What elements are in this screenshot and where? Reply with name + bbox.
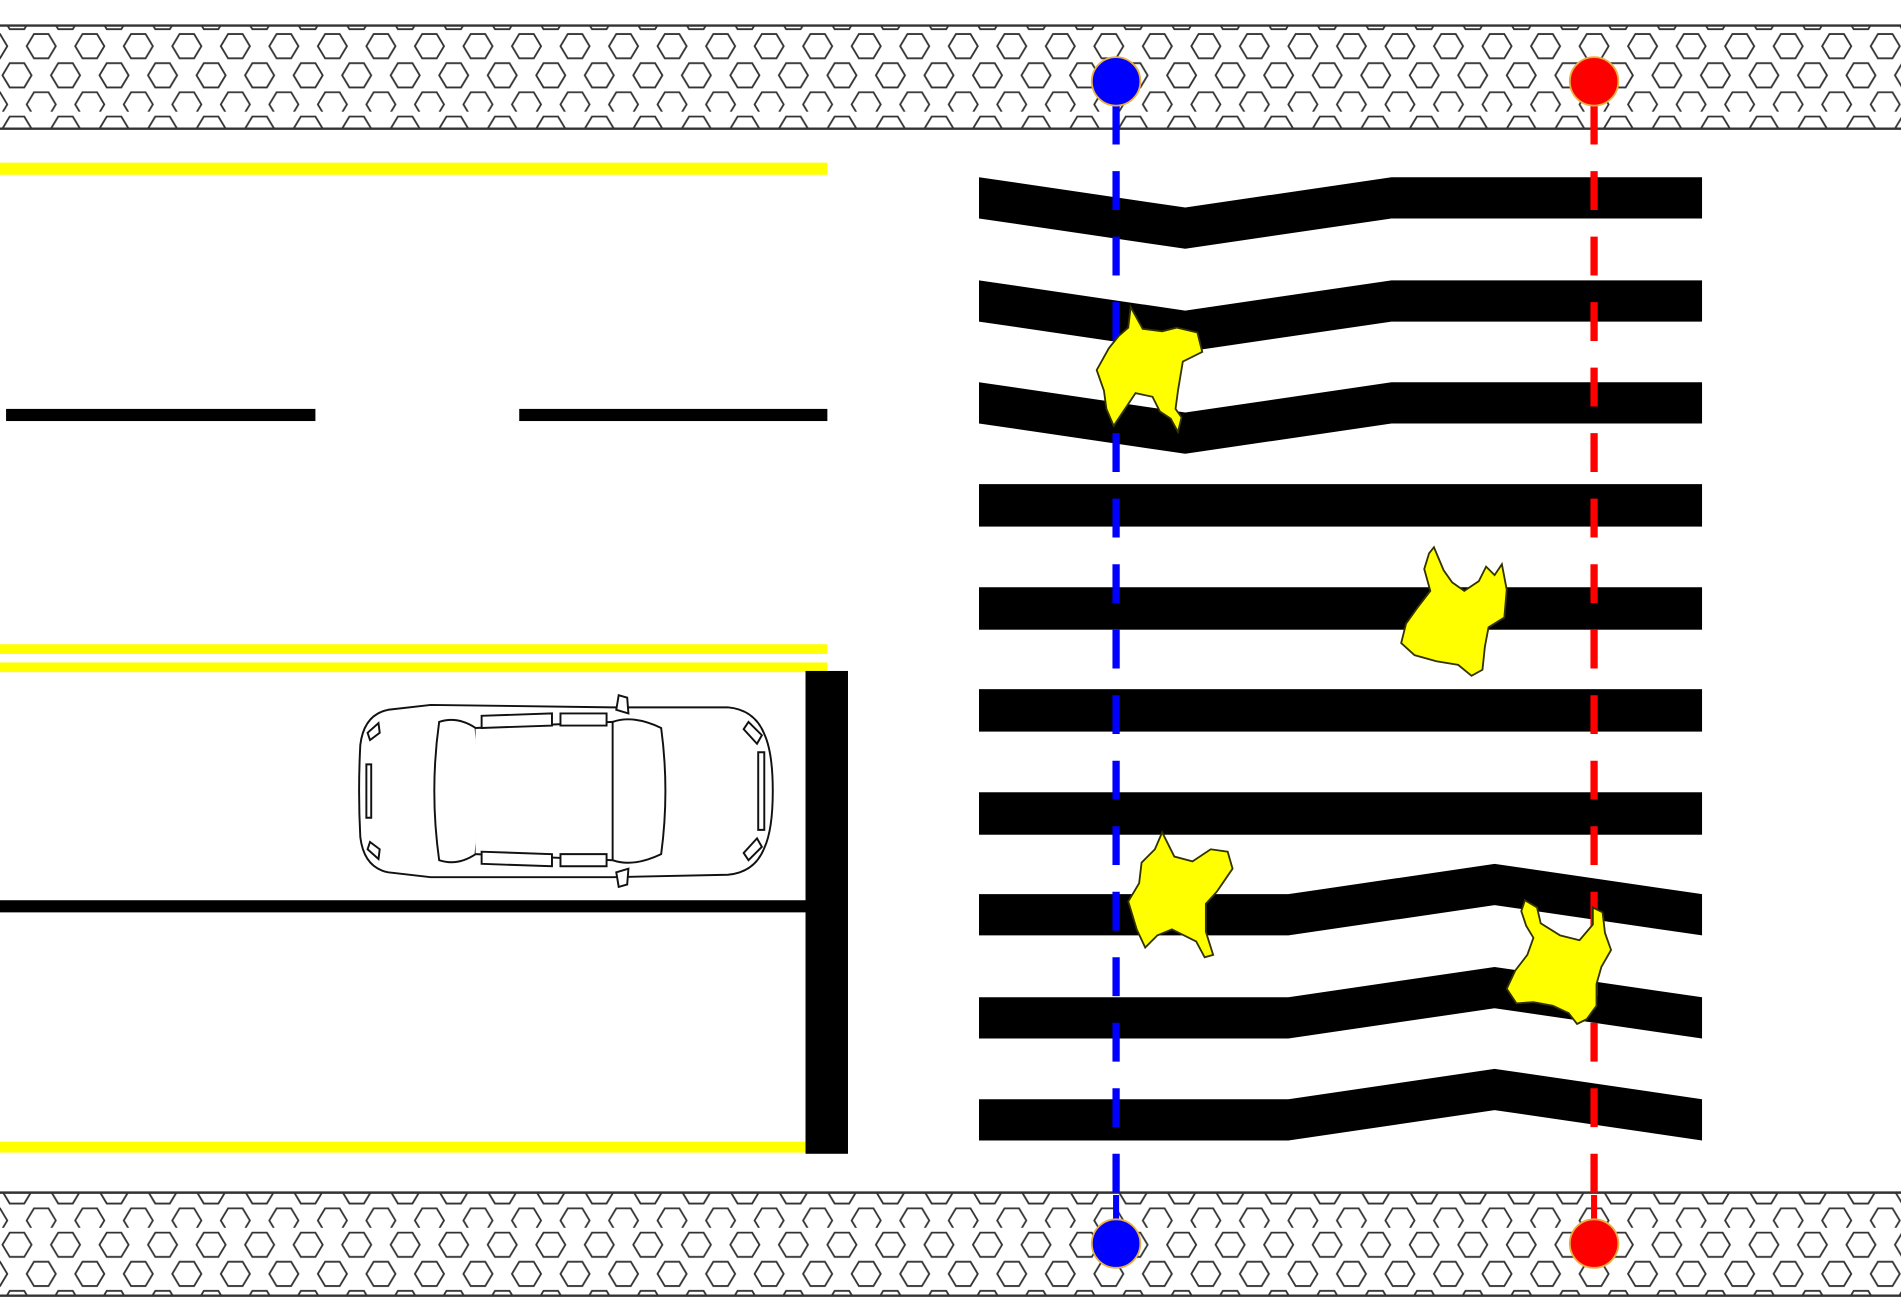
sedan-car-icon xyxy=(358,693,774,889)
car-door-window-top xyxy=(480,712,553,729)
yellow-line-bottom xyxy=(0,1141,828,1153)
car-headlight-top xyxy=(742,720,764,746)
lane-divider-line xyxy=(0,900,807,913)
car-taillight-top xyxy=(366,721,381,742)
reference-lines xyxy=(1112,81,1598,1244)
car-side-line-rear xyxy=(365,763,373,819)
car-headlight-bottom xyxy=(742,836,764,862)
stain-3 xyxy=(1127,830,1234,959)
car-side-line-front xyxy=(757,751,766,831)
car-windshield-rear xyxy=(433,718,480,864)
car-door-window-top-2 xyxy=(559,712,608,727)
crosswalk-stripe-4 xyxy=(979,484,1703,527)
stain-2 xyxy=(1400,545,1508,677)
yellow-line-center-1 xyxy=(0,644,828,654)
car-mirror-top xyxy=(615,693,630,715)
stain-4 xyxy=(1505,898,1613,1026)
red-marker-top xyxy=(1568,56,1620,107)
crosswalk-stripe-1 xyxy=(979,177,1703,249)
lane-markings xyxy=(0,408,848,1154)
crosswalk-stripe-6 xyxy=(979,689,1703,732)
yellow-line-top xyxy=(0,162,828,175)
car-door-window-bottom xyxy=(480,850,553,868)
stop-line xyxy=(805,670,848,1154)
blue-marker-bottom xyxy=(1090,1218,1142,1269)
markers xyxy=(1090,56,1620,1269)
car-windshield-front xyxy=(608,718,667,864)
lane-dash-1 xyxy=(6,408,316,422)
red-marker-bottom xyxy=(1568,1218,1620,1269)
car-roof xyxy=(475,720,614,862)
car-taillight-bottom xyxy=(366,840,381,861)
lane-dash-2 xyxy=(519,408,828,422)
stain-1 xyxy=(1095,304,1204,435)
crosswalk-stripe-7 xyxy=(979,792,1703,835)
blue-marker-top xyxy=(1090,56,1142,107)
stains xyxy=(1095,304,1613,1026)
crosswalk xyxy=(979,177,1703,1141)
crosswalk-stripe-5 xyxy=(979,587,1703,630)
car-mirror-bottom xyxy=(615,867,630,889)
yellow-edge-lines xyxy=(0,162,828,1153)
car-door-window-bottom-2 xyxy=(559,853,608,868)
crosswalk-stripe-3 xyxy=(979,382,1703,454)
yellow-line-center-2 xyxy=(0,662,828,673)
crosswalk-stripe-10 xyxy=(979,1068,1703,1141)
